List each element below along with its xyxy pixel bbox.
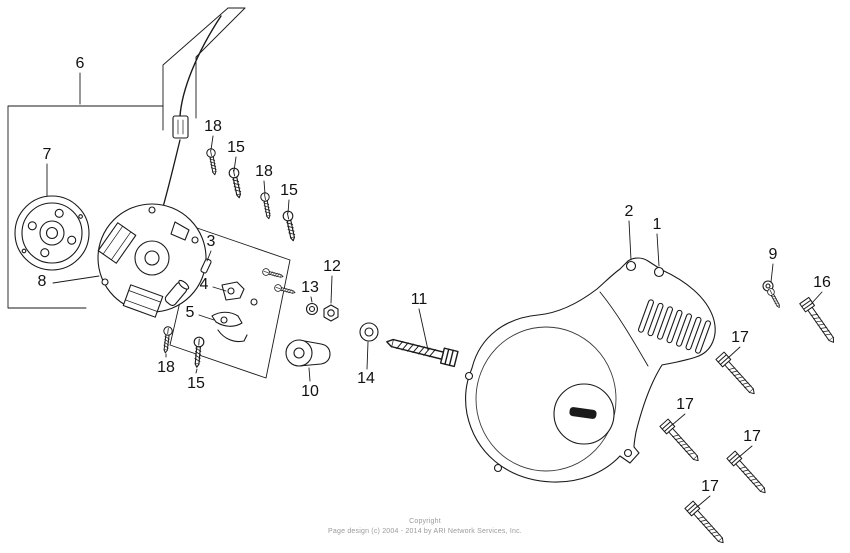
boundary-lines bbox=[7, 7, 291, 379]
copyright-footer: Copyright Page design (c) 2004 - 2014 by… bbox=[0, 517, 850, 537]
copyright-line-1: Copyright bbox=[409, 518, 441, 526]
callout-4[interactable]: 4 bbox=[199, 276, 209, 293]
fitting-9-drawing bbox=[762, 280, 783, 310]
callout-5[interactable]: 5 bbox=[185, 304, 195, 321]
copyright-line-2: Page design (c) 2004 - 2014 by ARI Netwo… bbox=[328, 528, 522, 536]
breaker-parts-drawing bbox=[200, 258, 297, 343]
callout-3[interactable]: 3 bbox=[206, 233, 216, 250]
vent-louvers bbox=[637, 299, 712, 354]
cap-part-drawing bbox=[285, 339, 331, 367]
callout-15-c[interactable]: 15 bbox=[187, 375, 205, 392]
callout-17-d[interactable]: 17 bbox=[701, 478, 719, 495]
washer-14-drawing bbox=[359, 322, 379, 342]
washer-nut-drawing bbox=[305, 302, 339, 322]
callout-17-a[interactable]: 17 bbox=[731, 329, 749, 346]
callout-12[interactable]: 12 bbox=[323, 258, 341, 275]
callout-17-c[interactable]: 17 bbox=[743, 428, 761, 445]
callout-13[interactable]: 13 bbox=[301, 279, 319, 296]
callout-8[interactable]: 8 bbox=[37, 273, 47, 290]
callout-2[interactable]: 2 bbox=[624, 203, 634, 220]
callout-18-b[interactable]: 18 bbox=[255, 163, 273, 180]
callout-11[interactable]: 11 bbox=[410, 291, 428, 308]
crankcase-cover-drawing bbox=[464, 257, 716, 483]
callout-9[interactable]: 9 bbox=[768, 246, 778, 263]
callout-18-a[interactable]: 18 bbox=[204, 118, 222, 135]
callout-7[interactable]: 7 bbox=[42, 146, 52, 163]
flywheel-drawing bbox=[14, 195, 90, 271]
callout-6[interactable]: 6 bbox=[75, 55, 85, 72]
callout-10[interactable]: 10 bbox=[301, 383, 319, 400]
callout-18-c[interactable]: 18 bbox=[157, 359, 175, 376]
callout-17-b[interactable]: 17 bbox=[676, 396, 694, 413]
callout-14[interactable]: 14 bbox=[357, 370, 375, 387]
bolt-11-drawing bbox=[384, 333, 459, 368]
leader-lines bbox=[46, 72, 823, 508]
callout-16[interactable]: 16 bbox=[813, 274, 831, 291]
wire-harness-drawing bbox=[162, 15, 222, 208]
callout-15-b[interactable]: 15 bbox=[280, 182, 298, 199]
callout-1[interactable]: 1 bbox=[652, 216, 662, 233]
callout-15-a[interactable]: 15 bbox=[227, 139, 245, 156]
stator-plate-drawing bbox=[97, 203, 207, 318]
